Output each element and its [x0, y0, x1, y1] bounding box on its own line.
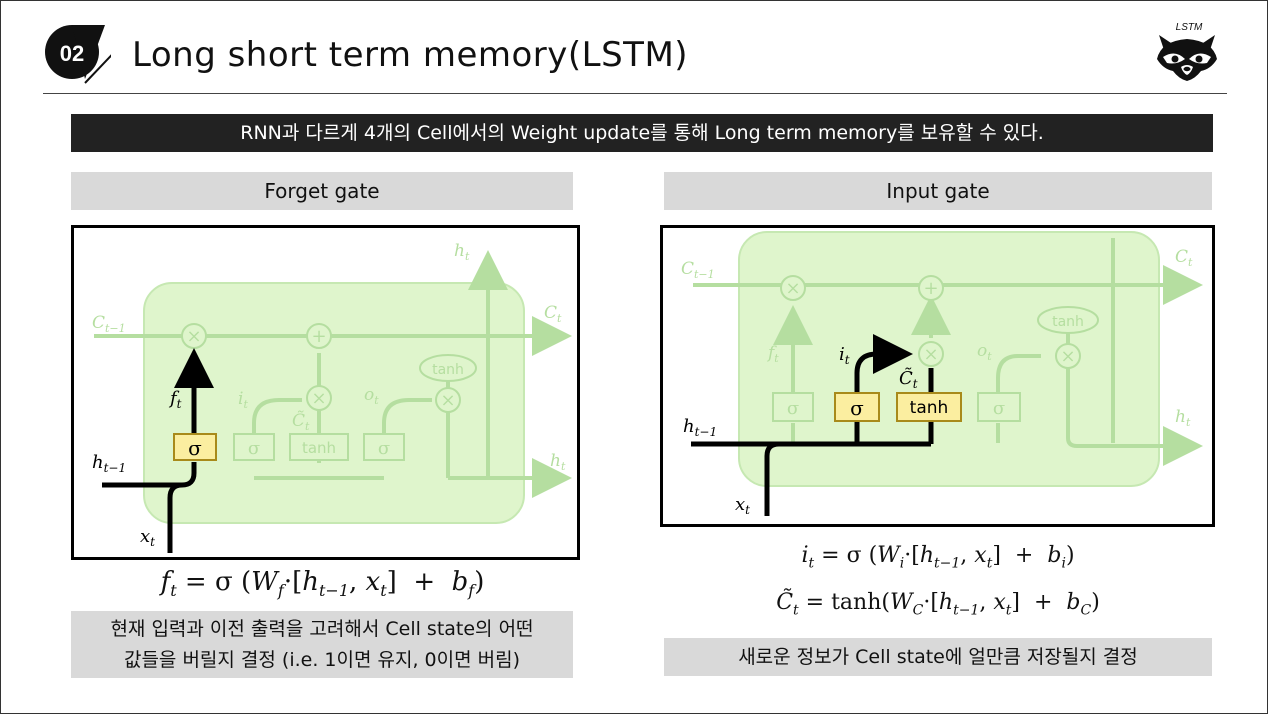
logo-text: LSTM: [1176, 22, 1203, 33]
summary-banner: RNN과 다르게 4개의 Cell에서의 Weight update를 통해 L…: [71, 114, 1213, 152]
raccoon-logo-icon: LSTM: [1157, 22, 1217, 81]
svg-text:×: ×: [440, 390, 455, 411]
forget-caption-line2: 값들을 버릴지 결정 (i.e. 1이면 유지, 0이면 버림): [123, 649, 521, 671]
forget-sigma-gate: [173, 433, 217, 461]
input-sigma-gate: [834, 392, 880, 422]
i-label: it: [839, 344, 850, 367]
svg-text:+: +: [311, 326, 326, 347]
c-prev-label: Ct−1: [681, 259, 715, 281]
page-title: Long short term memory(LSTM): [132, 35, 689, 75]
svg-text:it: it: [238, 389, 248, 411]
x-label: xt: [140, 526, 155, 549]
section-number: 02: [60, 41, 84, 66]
svg-text:σ: σ: [188, 436, 202, 460]
svg-text:×: ×: [311, 388, 326, 409]
svg-text:C̃t: C̃t: [292, 411, 310, 433]
forget-caption-line1: 현재 입력과 이전 출력을 고려해서 Cell state의 어떤: [110, 618, 534, 640]
section-number-badge: 02: [45, 25, 111, 84]
c-out-label: Ct: [544, 303, 562, 325]
input-caption: 새로운 정보가 Cell state에 얼만큼 저장될지 결정: [664, 638, 1212, 676]
svg-text:+: +: [923, 278, 938, 299]
forget-equation: ft = σ (Wf·[ht−1, xt] + bf): [160, 567, 485, 601]
input-equation-c: C̃t = tanh(WC·[ht−1, xt] + bC): [776, 590, 1100, 619]
svg-text:×: ×: [923, 344, 938, 365]
h-top-label: ht: [454, 241, 470, 263]
input-gate-diagram: × + × σ σ tanh Ct−1 Ct ht ft ot: [660, 225, 1215, 527]
input-equation-i: it = σ (Wi·[ht−1, xt] + bi): [801, 543, 1075, 572]
c-prev-label: Ct−1: [92, 313, 126, 335]
svg-text:tanh: tanh: [432, 362, 464, 378]
svg-text:σ: σ: [378, 438, 390, 459]
forget-gate-diagram: × + × × σ σ tanh tanh Ct−1 Ct ht ht it o…: [71, 225, 580, 560]
h-prev-label: ht−1: [683, 416, 717, 439]
cell-body: [143, 282, 525, 524]
svg-text:σ: σ: [850, 396, 864, 420]
forget-gate-heading: Forget gate: [71, 172, 573, 210]
h-out-label: ht: [550, 451, 566, 473]
h-out-label: ht: [1175, 407, 1191, 429]
cell-body: [738, 231, 1160, 487]
forget-caption: 현재 입력과 이전 출력을 고려해서 Cell state의 어떤 값들을 버릴…: [71, 611, 573, 678]
svg-text:tanh: tanh: [910, 398, 949, 418]
svg-text:tanh: tanh: [302, 439, 336, 457]
h-prev-label: ht−1: [92, 452, 126, 475]
svg-text:×: ×: [1060, 346, 1075, 367]
input-gate-heading: Input gate: [664, 172, 1212, 210]
svg-text:tanh: tanh: [1052, 314, 1084, 330]
svg-text:σ: σ: [993, 398, 1005, 419]
svg-text:σ: σ: [248, 438, 260, 459]
svg-text:σ: σ: [787, 398, 799, 419]
c-out-label: Ct: [1175, 247, 1193, 269]
svg-text:×: ×: [186, 326, 201, 347]
x-label: xt: [735, 494, 750, 517]
header-divider: [43, 93, 1227, 94]
svg-text:×: ×: [785, 278, 800, 299]
svg-text:ot: ot: [977, 341, 992, 363]
input-tanh-gate: [896, 392, 962, 422]
c-tilde-label: C̃t: [899, 367, 918, 391]
svg-text:ft: ft: [766, 343, 779, 365]
svg-text:ot: ot: [364, 385, 379, 407]
